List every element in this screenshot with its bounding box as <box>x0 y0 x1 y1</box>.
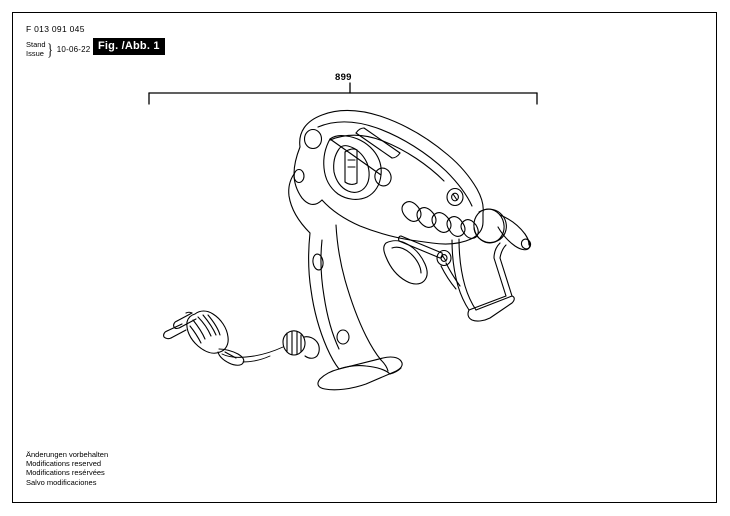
power-cord <box>221 330 320 359</box>
figure-number-badge: Fig. /Abb. 1 <box>93 38 165 55</box>
issue-label-en: Issue <box>26 49 44 58</box>
footer-line-es: Salvo modificaciones <box>26 477 97 487</box>
handle <box>308 224 382 370</box>
power-plug <box>163 310 271 366</box>
brace-glyph: } <box>46 39 53 59</box>
nozzle-assembly <box>473 208 532 251</box>
issue-labels: Stand Issue <box>26 40 46 58</box>
footer-line-de: Änderungen vorbehalten <box>26 450 109 459</box>
page-border <box>12 12 717 503</box>
part-number: F 013 091 045 <box>26 24 85 34</box>
issue-label-de: Stand <box>26 40 46 49</box>
gun-outline <box>288 110 484 245</box>
footer-disclaimer: Änderungen vorbehalten Modifications res… <box>26 450 108 487</box>
dimension-bracket <box>148 82 538 105</box>
issue-date: 10-06-22 <box>56 44 91 54</box>
vent-slots <box>401 201 479 239</box>
base-foot <box>317 356 403 391</box>
wire-support-stand <box>451 238 515 322</box>
issue-row: Stand Issue } 10-06-22 <box>26 39 90 59</box>
footer-line-en: Modifications reserved <box>26 459 102 469</box>
callout-number-899: 899 <box>335 72 352 83</box>
trigger-assembly <box>383 235 461 290</box>
document-header: F 013 091 045 Stand Issue } 10-06-22 Fig… <box>26 24 346 58</box>
footer-line-fr: Modifications resérvées <box>26 468 105 478</box>
